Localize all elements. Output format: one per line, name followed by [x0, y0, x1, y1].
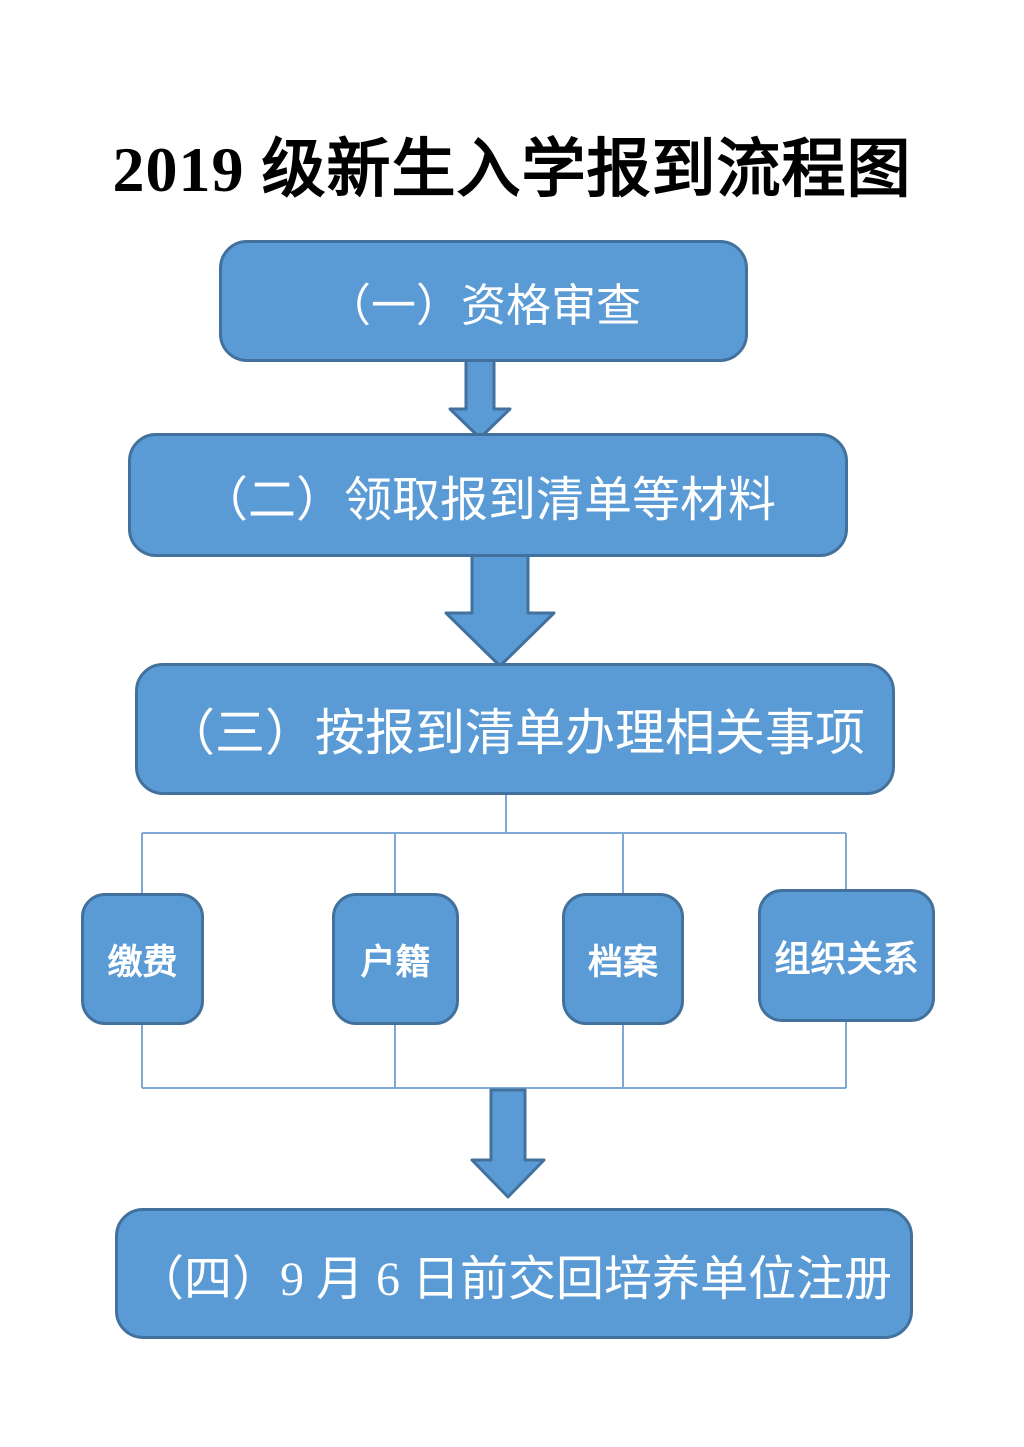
branch-payment-box: 缴费 [81, 893, 204, 1025]
step3-handle-matters-box: （三）按报到清单办理相关事项 [135, 663, 895, 795]
merge-connector [141, 1020, 847, 1089]
branch-organization-relationship-box: 组织关系 [758, 889, 935, 1022]
arrow-merge-to-step4-icon [470, 1088, 546, 1199]
branch-household-registration-box: 户籍 [332, 893, 459, 1025]
arrow-step2-to-step3-icon [444, 553, 556, 668]
arrow-step1-to-step2-icon [448, 357, 512, 440]
branch-archives-box: 档案 [562, 893, 684, 1025]
step1-qualification-review-box: （一）资格审查 [219, 240, 748, 362]
step2-receive-checklist-box: （二）领取报到清单等材料 [128, 433, 848, 557]
split-connector [141, 793, 847, 895]
step4-return-register-box: （四）9 月 6 日前交回培养单位注册 [115, 1208, 913, 1339]
page-title: 2019 级新生入学报到流程图 [112, 134, 912, 205]
